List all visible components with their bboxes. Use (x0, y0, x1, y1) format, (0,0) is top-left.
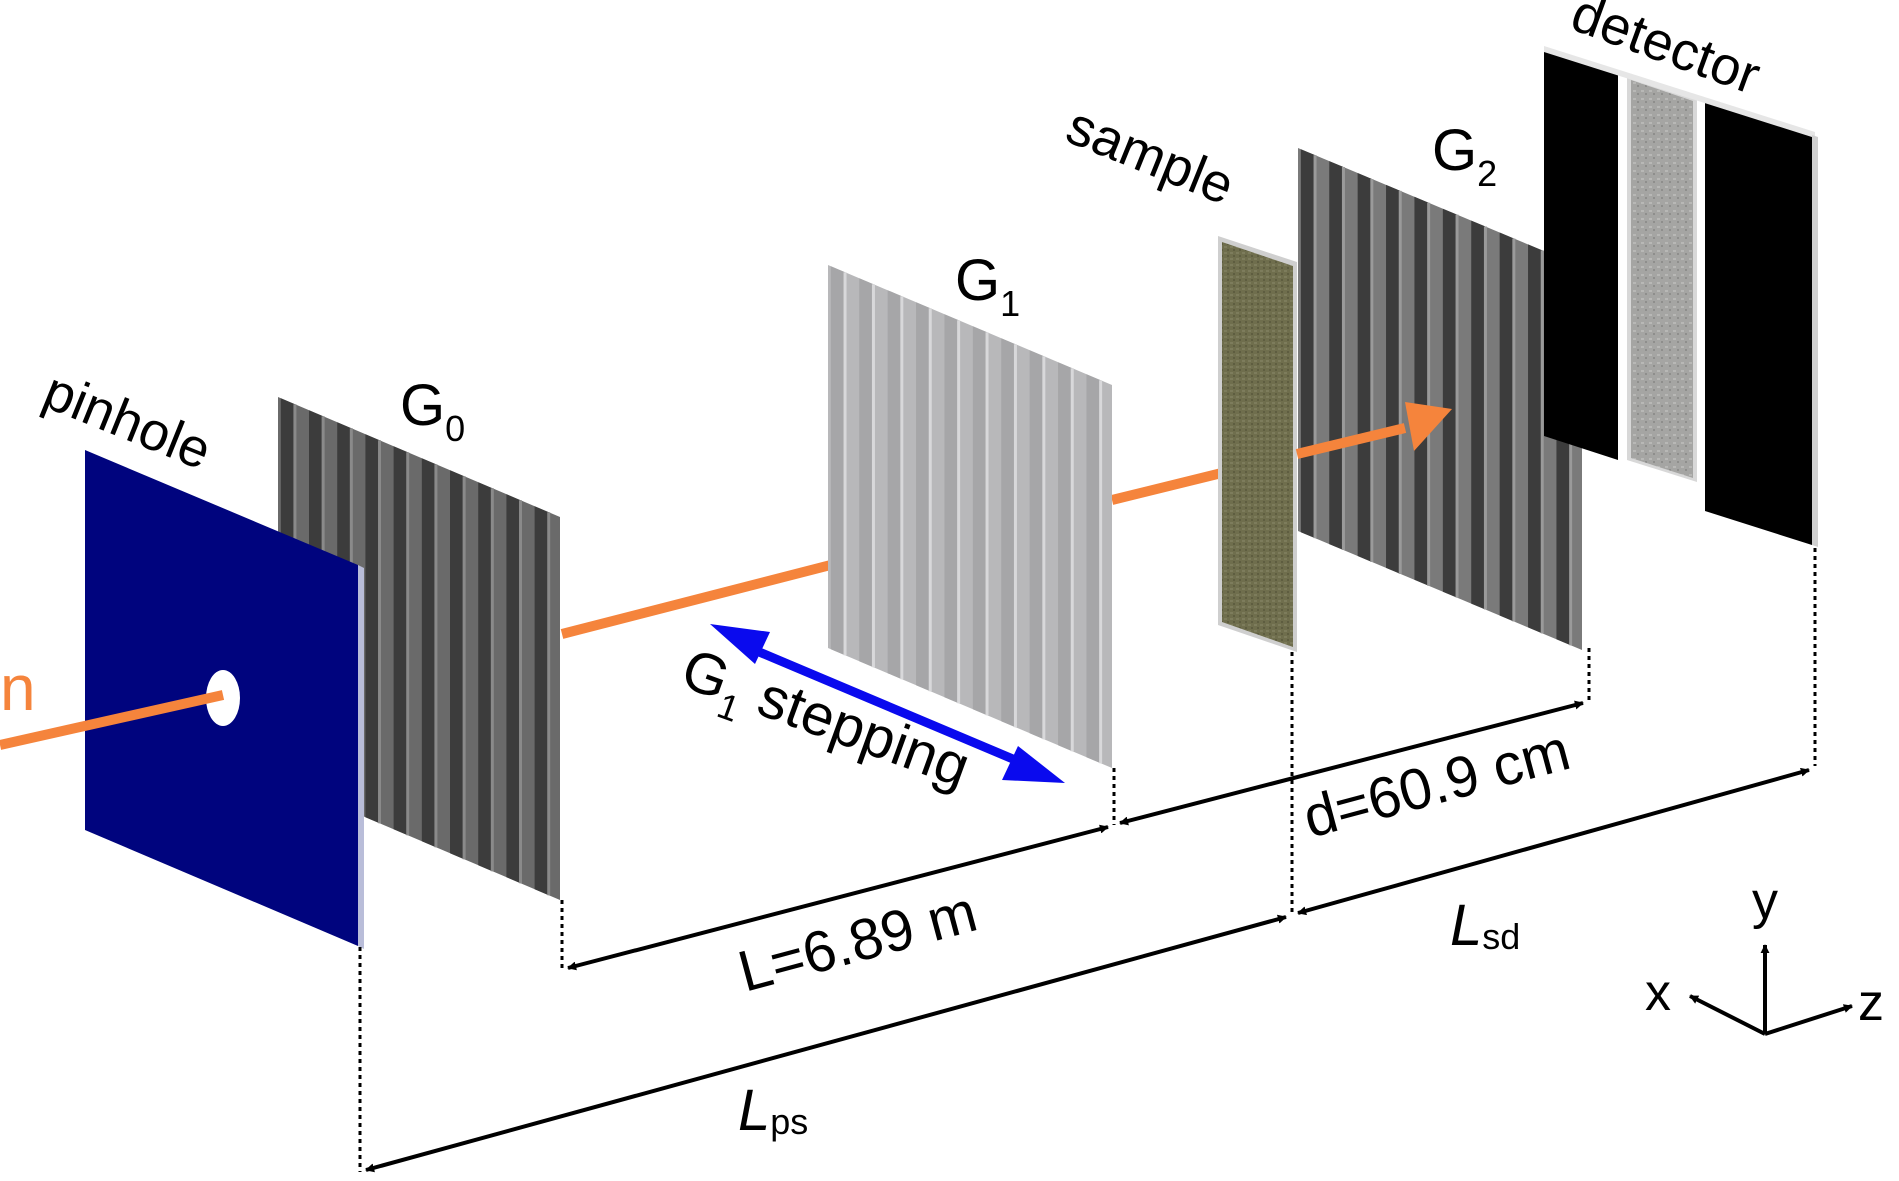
g2-bar (1471, 220, 1486, 610)
g0-bar (393, 446, 408, 836)
beam-arrowhead (1405, 402, 1452, 451)
g1-bar (916, 302, 931, 692)
g2-bar (1300, 149, 1316, 539)
g2-bar (1528, 244, 1543, 634)
g0-bar (450, 470, 465, 860)
sample-label: sample (1059, 95, 1243, 216)
grating-g1 (828, 265, 1112, 768)
neutron-label: n (0, 652, 36, 724)
g1-bar (1029, 350, 1044, 740)
g2-bar (1357, 172, 1372, 562)
g1-bar (859, 278, 874, 668)
axis-y-label: y (1752, 872, 1778, 930)
distance-Lsd-label: Lsd (1450, 893, 1520, 958)
g1-bar (1058, 362, 1073, 752)
g2-bar (1329, 161, 1344, 551)
grating-g2 (1298, 148, 1582, 650)
neutron-beam-segment-1 (0, 690, 225, 750)
dimension-arrow-Lps (365, 914, 1287, 1173)
g2-bar (1386, 184, 1401, 574)
neutron-beam-segment-4 (1295, 423, 1407, 459)
g2-bar (1499, 232, 1514, 622)
axis-x-label: x (1645, 964, 1671, 1022)
detector (1544, 46, 1818, 547)
g1-bar (944, 314, 959, 704)
g0-bar (478, 482, 493, 872)
distance-Lps-label: Lps (738, 1078, 808, 1143)
g1-bar (887, 290, 902, 680)
dimension-arrow-Lsd (1297, 767, 1810, 916)
axis-z-label: z (1858, 974, 1884, 1032)
dimension-arrow-d (1119, 700, 1584, 826)
pinhole-label: pinhole (36, 360, 220, 481)
g0-bar (365, 434, 380, 824)
distance-L-label: L=6.89 m (732, 879, 984, 1005)
g1-stepping-arrow (710, 624, 1065, 783)
g2-bar (1442, 208, 1458, 598)
g1-bar (1001, 338, 1016, 728)
coordinate-axes (1689, 944, 1853, 1036)
g1-label: G1 (955, 248, 1020, 324)
g1-bar (830, 266, 846, 656)
g0-bar (506, 494, 521, 884)
g0-bar (534, 506, 549, 896)
sample-plate (1218, 236, 1297, 652)
distance-d-label: d=60.9 cm (1297, 717, 1577, 850)
g2-bar (1414, 196, 1429, 586)
g1-bar (972, 326, 988, 716)
g1-bar (1086, 374, 1101, 764)
g2-label: G2 (1432, 118, 1497, 194)
g0-label: G0 (400, 373, 465, 449)
g0-bar (421, 458, 436, 848)
